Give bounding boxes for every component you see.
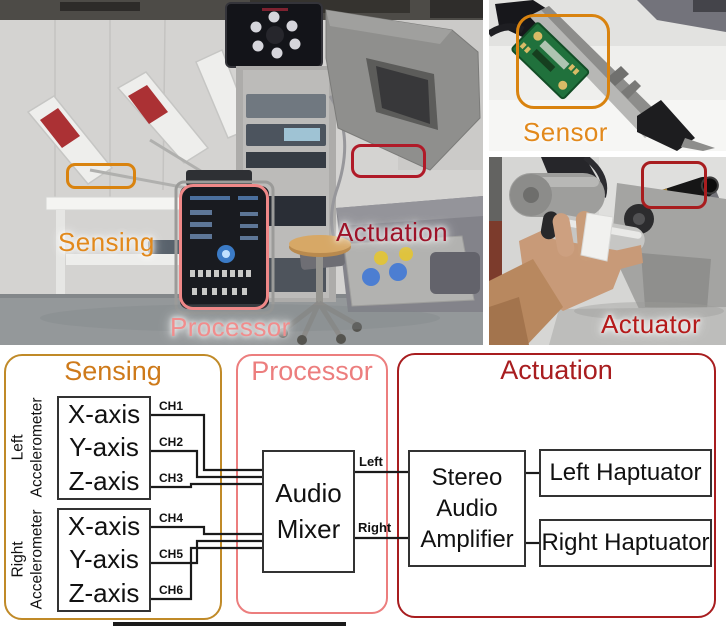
console-arm-joint: [509, 173, 605, 217]
processor-region-title: Processor: [251, 356, 373, 386]
photo-operating-room: Sensing Processor Actuation: [0, 0, 483, 345]
mixer-output-left-label: Left: [359, 454, 383, 469]
instrument-shaft: [529, 6, 667, 138]
axis-label-z-right: Z-axis: [68, 577, 140, 608]
processor-photo-label: Processor: [170, 312, 291, 342]
left-accelerometer-label: Left Accelerometer: [9, 382, 48, 512]
axis-label-y-right: Y-axis: [69, 544, 139, 575]
right-accelerometer-axes-box: X-axis Y-axis Z-axis: [57, 508, 151, 612]
sensing-region-title: Sensing: [64, 356, 162, 386]
amplifier-line1: Stereo: [431, 463, 503, 491]
axis-label-z-left: Z-axis: [68, 465, 140, 496]
sensing-photo-label: Sensing: [58, 227, 155, 257]
instrument-tip: [681, 138, 715, 151]
audio-mixer-line2: Mixer: [276, 513, 341, 544]
actuation-highlight-box: [351, 144, 426, 178]
actuator-highlight-box: [641, 161, 707, 209]
actuator-photo-label: Actuator: [601, 309, 702, 339]
right-accelerometer-label: Right Accelerometer: [9, 494, 48, 624]
console-base: [549, 307, 726, 345]
right-accelerometer-label-device: Accelerometer: [29, 509, 46, 610]
audio-mixer-box: Audio Mixer: [262, 450, 355, 573]
axis-label-y-left: Y-axis: [69, 432, 139, 463]
rack-connectors: [190, 270, 251, 295]
audio-mixer-line1: Audio: [275, 478, 342, 509]
left-accelerometer-label-side: Left: [9, 434, 27, 461]
right-accelerometer-label-side: Right: [9, 541, 27, 578]
actuation-region-title: Actuation: [500, 355, 613, 385]
processor-highlight-box: [179, 184, 269, 310]
finger-strap: [580, 212, 614, 262]
photo-actuator-closeup: Actuator: [489, 157, 726, 345]
channel-label-ch5: CH5: [159, 547, 184, 561]
mixer-output-right-label: Right: [358, 520, 392, 535]
surgeon-console: [299, 9, 483, 312]
processor-rack: [174, 170, 275, 315]
instrument-grip: [637, 100, 695, 151]
left-accelerometer-label-device: Accelerometer: [29, 397, 46, 498]
right-haptuator-box: Right Haptuator: [539, 519, 712, 567]
axis-label-x-right: X-axis: [67, 511, 141, 542]
channel-label-ch1: CH1: [159, 399, 184, 413]
sensor-highlight-box: [516, 14, 610, 109]
left-accelerometer-axes-box: X-axis Y-axis Z-axis: [57, 396, 151, 500]
console-body: [611, 183, 726, 309]
stool: [278, 235, 362, 345]
stereo-audio-amplifier-box: Stereo Audio Amplifier: [408, 450, 526, 567]
actuation-photo-label: Actuation: [336, 217, 449, 247]
channel-label-ch6: CH6: [159, 583, 184, 597]
instrument-housings: [40, 85, 168, 148]
actuation-region-outline: [397, 353, 716, 618]
operating-room-illustration: [0, 0, 483, 345]
channel-label-ch3: CH3: [159, 471, 184, 485]
channel-label-ch2: CH2: [159, 435, 184, 449]
actuator-illustration: [489, 157, 726, 345]
sensing-highlight-box: [66, 163, 136, 189]
photo-sensor-closeup: Sensor: [489, 0, 726, 151]
amplifier-line2: Audio: [436, 494, 498, 522]
amplifier-line3: Amplifier: [420, 526, 514, 554]
channel-label-ch4: CH4: [159, 511, 184, 525]
accelerometer-pcb: [511, 22, 590, 100]
hand: [489, 211, 645, 345]
sensor-photo-label: Sensor: [523, 117, 608, 147]
axis-label-x-left: X-axis: [67, 399, 141, 430]
left-haptuator-box: Left Haptuator: [539, 449, 712, 497]
cropped-edge-bar: [113, 622, 346, 626]
